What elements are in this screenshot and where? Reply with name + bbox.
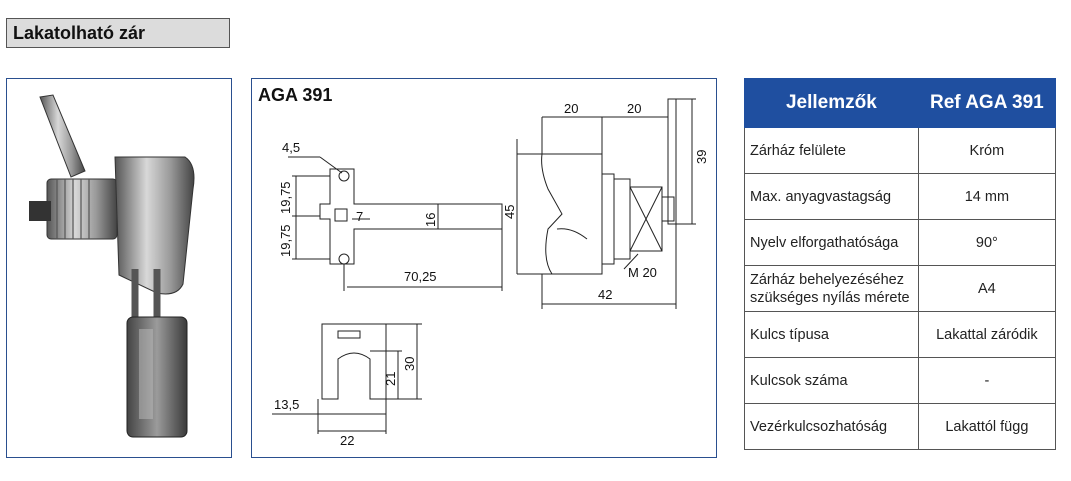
dim-cut-width: 13,5	[274, 397, 299, 412]
spec-property: Vezérkulcsozhatóság	[744, 403, 919, 450]
page-title: Lakatolható zár	[6, 18, 230, 48]
dim-depth: 42	[598, 287, 612, 302]
dim-top-left: 20	[564, 101, 578, 116]
dim-top-right: 20	[627, 101, 641, 116]
spec-header-row: Jellemzők Ref AGA 391	[744, 78, 1057, 128]
table-row: Zárház felülete Króm	[744, 127, 1057, 174]
dim-tongue-length: 70,25	[404, 269, 437, 284]
spec-value: -	[917, 357, 1057, 404]
table-row: Vezérkulcsozhatóság Lakattól függ	[744, 403, 1057, 450]
spec-table: Jellemzők Ref AGA 391 Zárház felülete Kr…	[744, 78, 1057, 450]
dim-thread: M 20	[628, 265, 657, 280]
spec-property: Nyelv elforgathatósága	[744, 219, 919, 266]
product-photo	[29, 94, 195, 438]
dim-cut-total: 22	[340, 433, 354, 448]
dim-upper-half: 19,75	[278, 181, 293, 214]
spec-value: 14 mm	[917, 173, 1057, 220]
spec-property: Kulcsok száma	[744, 357, 919, 404]
spec-value: Lakattól függ	[917, 403, 1057, 450]
dim-hole: 4,5	[282, 140, 300, 155]
dim-cut-outer: 30	[402, 357, 417, 371]
header-value: Ref AGA 391	[917, 78, 1057, 128]
spec-property-line: Zárház behelyezéséhez	[750, 271, 904, 288]
cutout-view	[272, 323, 422, 434]
dim-tongue-width: 16	[423, 213, 438, 227]
spec-value: 90°	[917, 219, 1057, 266]
technical-drawing-panel: AGA 391 4,5 19,75 19,75 7 16	[251, 78, 717, 458]
dim-lower-half: 19,75	[278, 224, 293, 257]
dim-square: 7	[356, 209, 363, 224]
spec-value: Króm	[917, 127, 1057, 174]
dim-height: 45	[502, 205, 517, 219]
spec-property: Zárház felülete	[744, 127, 919, 174]
table-row: Max. anyagvastagság 14 mm	[744, 173, 1057, 220]
product-photo-panel	[6, 78, 232, 458]
spec-property-line: szükséges nyílás mérete	[750, 289, 910, 306]
technical-drawing: 4,5 19,75 19,75 7 16 70,25 45	[272, 98, 709, 448]
spec-property: Max. anyagvastagság	[744, 173, 919, 220]
header-property: Jellemzők	[744, 78, 919, 128]
spec-property: Kulcs típusa	[744, 311, 919, 358]
spec-value: A4	[917, 265, 1057, 312]
table-row: Zárház behelyezéséhez szükséges nyílás m…	[744, 265, 1057, 312]
spec-property: Zárház behelyezéséhez szükséges nyílás m…	[744, 265, 919, 312]
spec-value: Lakattal záródik	[917, 311, 1057, 358]
table-row: Nyelv elforgathatósága 90°	[744, 219, 1057, 266]
table-row: Kulcs típusa Lakattal záródik	[744, 311, 1057, 358]
side-view	[516, 98, 696, 309]
table-row: Kulcsok száma -	[744, 357, 1057, 404]
model-label: AGA 391	[258, 85, 333, 105]
front-view	[288, 156, 503, 291]
dim-cut-inner: 21	[383, 372, 398, 386]
dim-cam-height: 39	[694, 150, 709, 164]
